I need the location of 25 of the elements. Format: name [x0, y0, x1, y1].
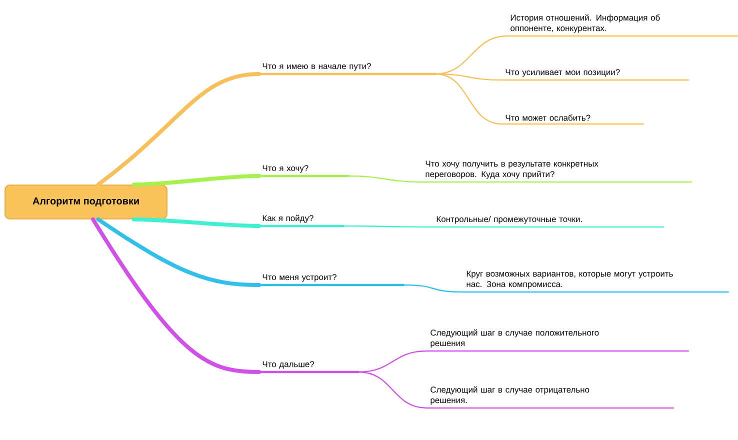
branch-line: [132, 174, 261, 187]
subtopic-label: Следующий шаг в случае положительного решения: [430, 329, 599, 348]
branch-label: Как я пойду?: [262, 214, 314, 223]
subtopic-label: Что усиливает мои позиции?: [506, 69, 620, 77]
branch-line: [91, 217, 261, 374]
subtopic-label: Контрольные/ промежуточные точки.: [436, 216, 582, 224]
branch-line: [358, 371, 428, 409]
branch-line: [402, 284, 464, 293]
branch-line: [132, 217, 261, 228]
branch-label: Что я хочу?: [262, 165, 308, 173]
subtopic-label: Что хочу получить в результате конкретных переговоров. Куда хочу прийти?: [426, 160, 598, 179]
subtopic-label: Следующий шаг в случае отрицательно решения.: [430, 386, 590, 405]
branch-label: Что я имею в начале пути?: [262, 63, 371, 71]
branch-line: [348, 175, 423, 183]
branch-line: [434, 73, 503, 125]
subtopic-label: История отношений. Информация об оппоненте, конкурентах.: [510, 14, 660, 33]
branch-line: [96, 72, 261, 187]
subtopic-label: Что может ослабить?: [506, 114, 590, 121]
subtopic-label: Круг возможных вариантов, которые могут устроить нас. Зона компромисса.: [466, 270, 673, 289]
branch-line: [434, 35, 508, 75]
branch-line: [96, 217, 261, 287]
branch-label: Что меня устроит?: [262, 274, 336, 282]
branch-line: [342, 225, 434, 228]
branch-label: Что дальше?: [262, 361, 314, 369]
central-topic-box: Алгоритм подготовки: [4, 184, 168, 220]
